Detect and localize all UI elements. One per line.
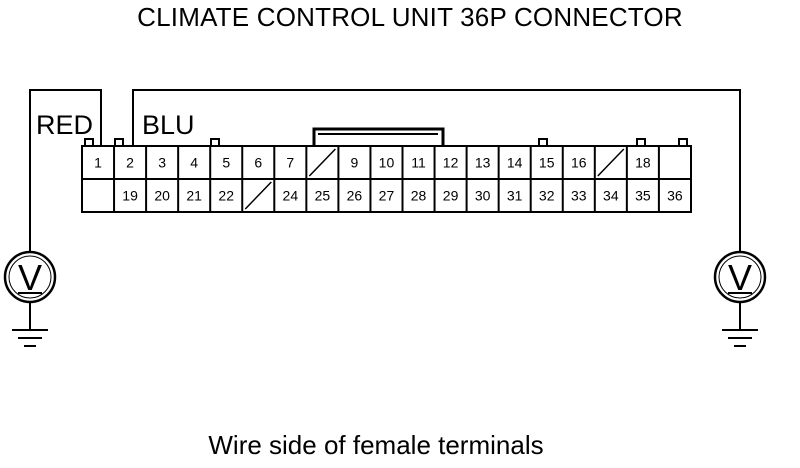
pin-label-34: 34 bbox=[603, 188, 619, 204]
pin-label-20: 20 bbox=[154, 188, 170, 204]
pin-label-21: 21 bbox=[186, 188, 202, 204]
voltmeter-right-symbol: V bbox=[728, 257, 752, 298]
pin-label-6: 6 bbox=[254, 155, 262, 171]
unused-cavity-mark bbox=[597, 148, 625, 177]
pin-label-12: 12 bbox=[443, 155, 459, 171]
pin-label-9: 9 bbox=[351, 155, 359, 171]
pin-label-27: 27 bbox=[379, 188, 395, 204]
voltmeter-left: V bbox=[3, 250, 57, 304]
pin-label-2: 2 bbox=[126, 155, 134, 171]
pin-label-1: 1 bbox=[94, 155, 102, 171]
blu-wire bbox=[132, 89, 741, 250]
diagram-title: CLIMATE CONTROL UNIT 36P CONNECTOR bbox=[137, 2, 683, 32]
voltmeter-left-symbol: V bbox=[18, 257, 42, 298]
pin-label-15: 15 bbox=[539, 155, 555, 171]
pin-label-22: 22 bbox=[218, 188, 234, 204]
wire-label-blu: BLU bbox=[142, 110, 195, 140]
pin-label-7: 7 bbox=[286, 155, 294, 171]
pin-label-32: 32 bbox=[539, 188, 555, 204]
pin-label-19: 19 bbox=[122, 188, 138, 204]
connector-housing bbox=[81, 127, 692, 213]
voltmeter-right: V bbox=[713, 250, 767, 304]
diagram-caption: Wire side of female terminals bbox=[208, 430, 544, 460]
unused-cavity-mark bbox=[244, 181, 272, 210]
pin-label-11: 11 bbox=[411, 155, 426, 171]
pin-label-14: 14 bbox=[507, 155, 523, 171]
pin-label-31: 31 bbox=[507, 188, 523, 204]
pin-label-13: 13 bbox=[475, 155, 491, 171]
pin-label-25: 25 bbox=[315, 188, 331, 204]
pin-label-28: 28 bbox=[411, 188, 427, 204]
pin-label-30: 30 bbox=[475, 188, 491, 204]
pin-label-4: 4 bbox=[190, 155, 198, 171]
ground-left-icon bbox=[12, 302, 48, 347]
pin-label-35: 35 bbox=[635, 188, 651, 204]
pin-label-3: 3 bbox=[158, 155, 166, 171]
ground-right-icon bbox=[722, 302, 758, 347]
pin-label-16: 16 bbox=[571, 155, 587, 171]
pin-label-26: 26 bbox=[347, 188, 363, 204]
pin-label-24: 24 bbox=[283, 188, 299, 204]
unused-cavity-mark bbox=[308, 148, 336, 177]
red-wire bbox=[29, 89, 102, 250]
pin-label-33: 33 bbox=[571, 188, 587, 204]
pin-label-10: 10 bbox=[379, 155, 395, 171]
wire-label-red: RED bbox=[36, 110, 93, 140]
pin-label-5: 5 bbox=[222, 155, 230, 171]
pin-label-36: 36 bbox=[667, 188, 683, 204]
pin-label-18: 18 bbox=[635, 155, 651, 171]
pin-label-29: 29 bbox=[443, 188, 459, 204]
